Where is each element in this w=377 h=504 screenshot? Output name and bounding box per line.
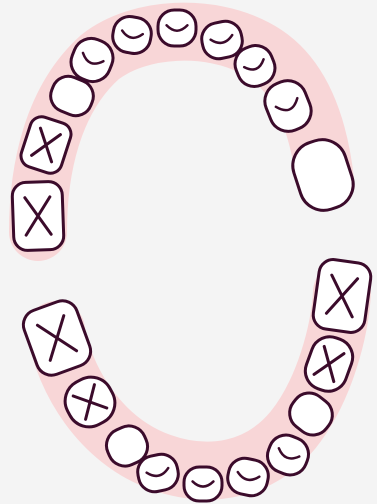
tooth-l-right-central (184, 467, 222, 501)
tooth-shape (184, 467, 222, 501)
tooth-shape (158, 10, 196, 46)
tooth-u-right-molar-2 (12, 181, 64, 251)
tooth-u-right-lateral (158, 10, 196, 46)
tooth-l-left-molar-1 (311, 258, 372, 335)
